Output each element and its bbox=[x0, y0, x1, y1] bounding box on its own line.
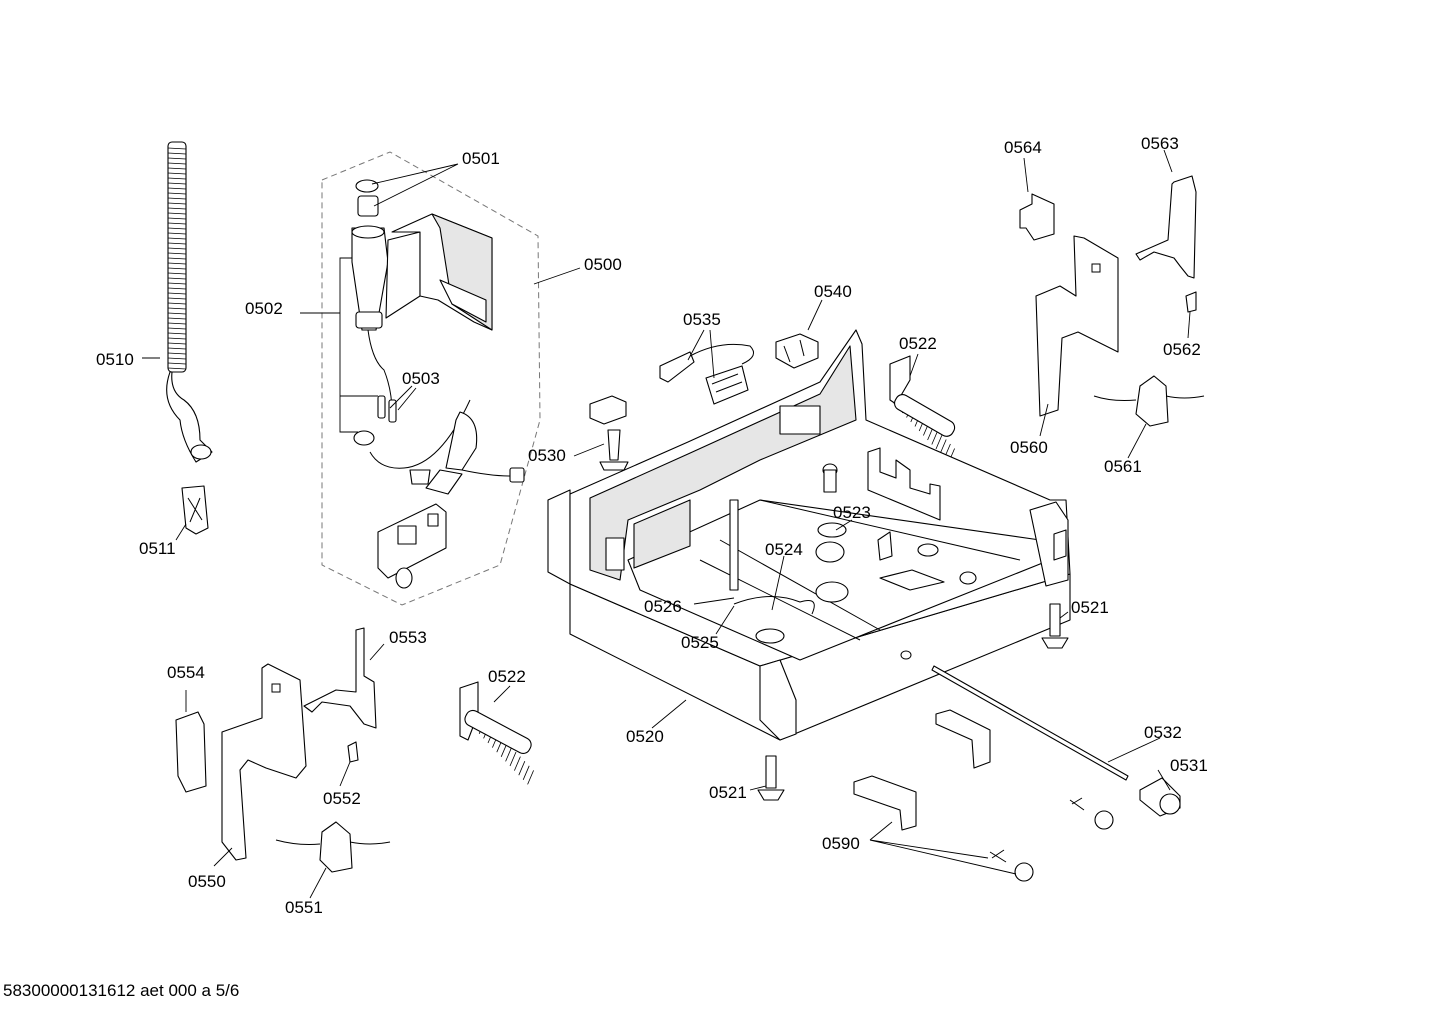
callout-0503: 0503 bbox=[402, 369, 440, 388]
callout-0524: 0524 bbox=[765, 540, 803, 559]
callout-0502: 0502 bbox=[245, 299, 283, 318]
bracket-0590-lower bbox=[853, 775, 917, 831]
callout-0563: 0563 bbox=[1141, 134, 1179, 153]
knob-0531 bbox=[1139, 777, 1181, 817]
connector-cable-0535 bbox=[659, 343, 755, 405]
callout-0562: 0562 bbox=[1163, 340, 1201, 359]
cam-switch-0551 bbox=[275, 821, 391, 873]
clip-0564 bbox=[1019, 193, 1055, 241]
screw-cap-0590-a bbox=[1069, 797, 1114, 830]
callout-0551: 0551 bbox=[285, 898, 323, 917]
callout-0590: 0590 bbox=[822, 834, 860, 853]
callout-0530: 0530 bbox=[528, 446, 566, 465]
clip-0554 bbox=[175, 711, 207, 793]
hinge-plate-0560 bbox=[1035, 235, 1119, 417]
callout-0561: 0561 bbox=[1104, 457, 1142, 476]
callout-0520: 0520 bbox=[626, 727, 664, 746]
callout-0553: 0553 bbox=[389, 628, 427, 647]
foot-screw-0521-left bbox=[757, 755, 785, 801]
hinge-plate-0553 bbox=[303, 627, 377, 729]
callout-0510: 0510 bbox=[96, 350, 134, 369]
leader-lines bbox=[142, 149, 1191, 899]
callout-0532: 0532 bbox=[1144, 723, 1182, 742]
screw-cap-0590-b bbox=[989, 849, 1034, 882]
hinge-spring-0522-right bbox=[889, 355, 956, 437]
document-footer-code: 58300000131612 aet 000 a 5/6 bbox=[3, 981, 240, 1000]
hinge-spring-0522-left bbox=[459, 681, 532, 755]
callout-0540: 0540 bbox=[814, 282, 852, 301]
clip-0562 bbox=[1185, 291, 1197, 313]
callout-0560: 0560 bbox=[1010, 438, 1048, 457]
inlet-hose-loop bbox=[369, 399, 525, 495]
callout-0521-lower: 0521 bbox=[709, 783, 747, 802]
callout-0531: 0531 bbox=[1170, 756, 1208, 775]
callout-0501: 0501 bbox=[462, 149, 500, 168]
callout-labels: 0501 0502 0500 0503 0510 0511 0535 0540 … bbox=[96, 134, 1208, 917]
float-switch-0530 bbox=[589, 395, 629, 471]
callout-0521-upper: 0521 bbox=[1071, 598, 1109, 617]
callout-0526: 0526 bbox=[644, 597, 682, 616]
callout-0500: 0500 bbox=[584, 255, 622, 274]
callout-0564: 0564 bbox=[1004, 138, 1042, 157]
valve-bracket bbox=[377, 503, 447, 589]
hinge-plate-0550 bbox=[221, 663, 307, 861]
cam-switch-0561 bbox=[1093, 375, 1205, 427]
callout-0511: 0511 bbox=[139, 539, 176, 558]
callout-0552: 0552 bbox=[323, 789, 361, 808]
callout-0522-upper: 0522 bbox=[899, 334, 937, 353]
assembly-0500-outline bbox=[321, 151, 541, 606]
callout-0523: 0523 bbox=[833, 503, 871, 522]
drain-hose-0510 bbox=[166, 141, 955, 785]
hose-clip-0511 bbox=[181, 485, 209, 535]
callout-0522-lower: 0522 bbox=[488, 667, 526, 686]
callout-0535: 0535 bbox=[683, 310, 721, 329]
valve-cover-box bbox=[391, 213, 493, 331]
hinge-plate-0563 bbox=[1135, 175, 1197, 279]
clip-0552 bbox=[347, 741, 359, 763]
base-tub-0520 bbox=[547, 329, 1071, 741]
rod-0532 bbox=[931, 665, 1129, 781]
valve-assembly-0502 bbox=[351, 179, 421, 446]
callout-0550: 0550 bbox=[188, 872, 226, 891]
callout-0554: 0554 bbox=[167, 663, 205, 682]
foot-screw-0521-right bbox=[1041, 603, 1069, 649]
connector-0540 bbox=[775, 333, 819, 369]
callout-0525: 0525 bbox=[681, 633, 719, 652]
bracket-0590-upper bbox=[935, 709, 991, 769]
